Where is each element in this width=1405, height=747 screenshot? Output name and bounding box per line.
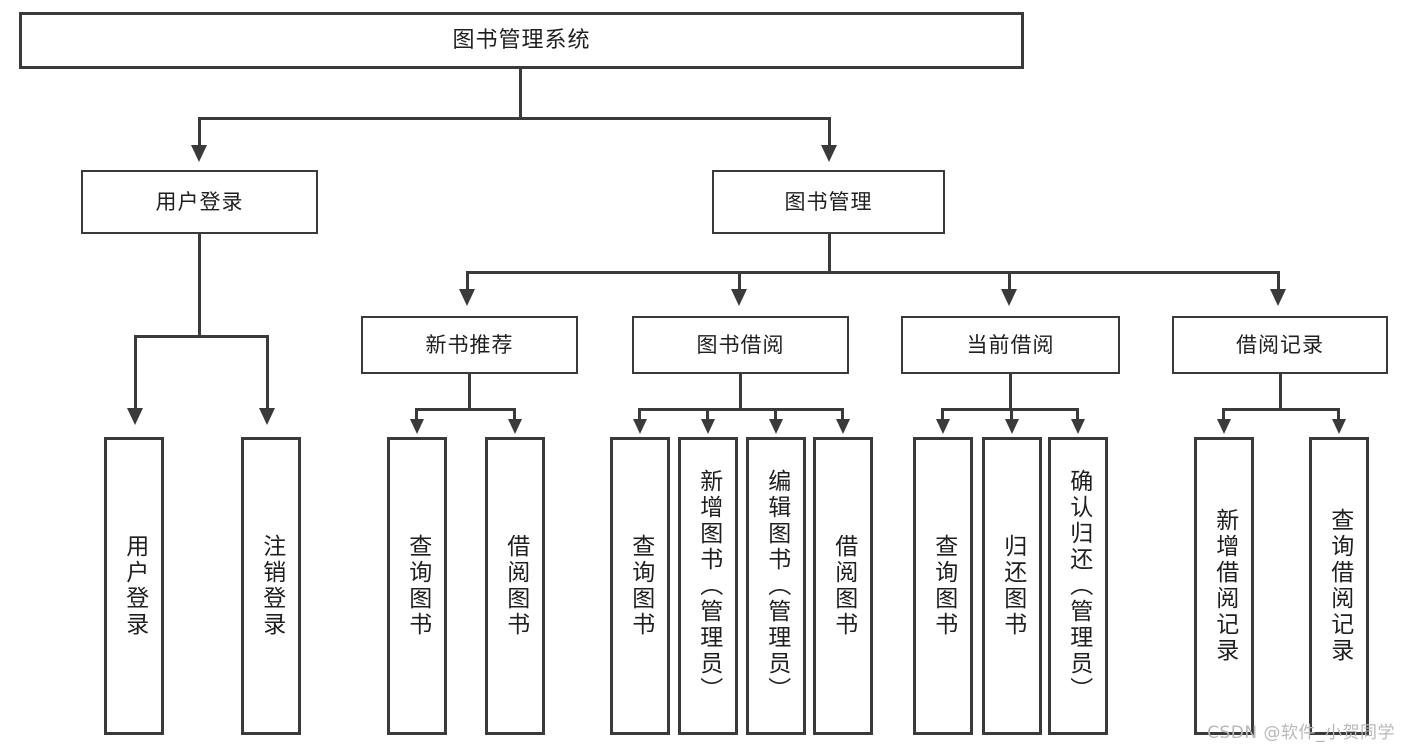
arrowhead-current-borrow-leaf-3: [1071, 419, 1085, 434]
node-user-login[interactable]: 用户登录: [81, 170, 318, 234]
connector-book-borrow-drop-4: [841, 408, 844, 420]
arrowhead-user-login-leaf-1: [127, 408, 143, 425]
connector-book-borrow-drop-3: [774, 408, 777, 420]
connector-borrow-record-drop-1: [1222, 408, 1225, 420]
node-label: 查询借阅记录: [1326, 508, 1353, 664]
node-label: 查询图书: [627, 534, 654, 638]
connector-book-borrow-stem: [739, 374, 742, 410]
node-label: 确认归还（管理员）: [1065, 469, 1092, 703]
leaf-current-borrow-confirm[interactable]: 确认归还（管理员）: [1048, 437, 1108, 735]
node-label: 查询图书: [404, 534, 431, 638]
leaf-user-login-login[interactable]: 用户登录: [104, 437, 164, 735]
node-label: 借阅图书: [502, 534, 529, 638]
arrowhead-to-book-manage: [821, 145, 837, 162]
arrowhead-to-book-borrow: [731, 289, 747, 306]
connector-to-user-login: [198, 117, 201, 145]
arrowhead-book-borrow-leaf-2: [701, 419, 715, 434]
connector-borrow-record-bus: [1222, 408, 1340, 411]
leaf-book-borrow-query[interactable]: 查询图书: [610, 437, 670, 735]
node-label: 图书借阅: [696, 332, 785, 357]
node-book-manage[interactable]: 图书管理: [712, 170, 945, 234]
node-label: 图书管理系统: [452, 27, 591, 53]
leaf-book-borrow-edit[interactable]: 编辑图书（管理员）: [746, 437, 806, 735]
arrowhead-user-login-leaf-2: [259, 408, 275, 425]
connector-current-borrow-drop-1: [941, 408, 944, 420]
connector-book-borrow-drop-2: [706, 408, 709, 420]
connector-user-login-drop-2: [266, 335, 269, 410]
node-new-book-recommend[interactable]: 新书推荐: [361, 316, 578, 374]
node-label: 当前借阅: [966, 332, 1055, 357]
node-book-borrow[interactable]: 图书借阅: [632, 316, 849, 374]
leaf-book-borrow-borrow[interactable]: 借阅图书: [813, 437, 873, 735]
arrowhead-to-new-book: [459, 289, 475, 306]
node-label: 借阅记录: [1236, 332, 1324, 357]
node-label: 查询图书: [930, 534, 957, 638]
connector-level2-bus: [198, 117, 831, 120]
connector-book-manage-stem: [828, 234, 831, 273]
arrowhead-new-book-leaf-1: [410, 419, 424, 434]
node-label: 图书管理: [784, 189, 873, 214]
arrowhead-borrow-record-leaf-2: [1332, 419, 1346, 434]
leaf-borrow-record-add[interactable]: 新增借阅记录: [1194, 437, 1254, 735]
connector-borrow-record-stem: [1279, 374, 1282, 410]
leaf-current-borrow-query[interactable]: 查询图书: [913, 437, 973, 735]
node-label: 借阅图书: [830, 534, 857, 638]
node-label: 用户登录: [121, 534, 148, 638]
arrowhead-current-borrow-leaf-2: [1005, 419, 1019, 434]
connector-current-borrow-drop-3: [1076, 408, 1079, 420]
arrowhead-to-user-login: [191, 145, 207, 162]
leaf-book-borrow-add[interactable]: 新增图书（管理员）: [678, 437, 738, 735]
node-root-system[interactable]: 图书管理系统: [19, 12, 1024, 69]
connector-book-borrow-bus: [638, 408, 843, 411]
leaf-new-book-borrow[interactable]: 借阅图书: [485, 437, 545, 735]
connector-current-borrow-drop-2: [1010, 408, 1013, 420]
node-label: 新增借阅记录: [1211, 508, 1238, 664]
connector-new-book-drop-2: [513, 408, 516, 420]
leaf-new-book-query[interactable]: 查询图书: [387, 437, 447, 735]
connector-to-book-manage: [828, 117, 831, 145]
leaf-borrow-record-query[interactable]: 查询借阅记录: [1309, 437, 1369, 735]
node-borrow-record[interactable]: 借阅记录: [1172, 316, 1388, 374]
connector-level3-bus: [466, 271, 1280, 274]
connector-to-new-book: [466, 271, 469, 291]
arrowhead-new-book-leaf-2: [508, 419, 522, 434]
arrowhead-book-borrow-leaf-3: [769, 419, 783, 434]
leaf-user-login-logout[interactable]: 注销登录: [241, 437, 301, 735]
connector-to-current-borrow: [1008, 271, 1011, 291]
node-label: 归还图书: [999, 534, 1026, 638]
connector-user-login-bus: [134, 335, 269, 338]
arrowhead-to-borrow-record: [1270, 289, 1286, 306]
arrowhead-to-current-borrow: [1001, 289, 1017, 306]
connector-user-login-stem: [198, 234, 201, 337]
connector-to-book-borrow: [738, 271, 741, 291]
node-current-borrow[interactable]: 当前借阅: [901, 316, 1120, 374]
arrowhead-book-borrow-leaf-1: [633, 419, 647, 434]
connector-new-book-drop-1: [415, 408, 418, 420]
connector-new-book-bus: [415, 408, 516, 411]
arrowhead-borrow-record-leaf-1: [1217, 419, 1231, 434]
node-label: 编辑图书（管理员）: [763, 469, 790, 703]
node-label: 注销登录: [258, 534, 285, 638]
arrowhead-book-borrow-leaf-4: [836, 419, 850, 434]
leaf-current-borrow-return[interactable]: 归还图书: [982, 437, 1042, 735]
node-label: 新增图书（管理员）: [695, 469, 722, 703]
connector-book-borrow-drop-1: [638, 408, 641, 420]
node-label: 用户登录: [155, 189, 244, 214]
arrowhead-current-borrow-leaf-1: [936, 419, 950, 434]
connector-current-borrow-stem: [1009, 374, 1012, 410]
connector-root-stem: [519, 69, 522, 118]
connector-borrow-record-drop-2: [1337, 408, 1340, 420]
node-label: 新书推荐: [425, 332, 514, 357]
connector-to-borrow-record: [1277, 271, 1280, 291]
connector-new-book-stem: [468, 374, 471, 410]
connector-user-login-drop-1: [134, 335, 137, 410]
